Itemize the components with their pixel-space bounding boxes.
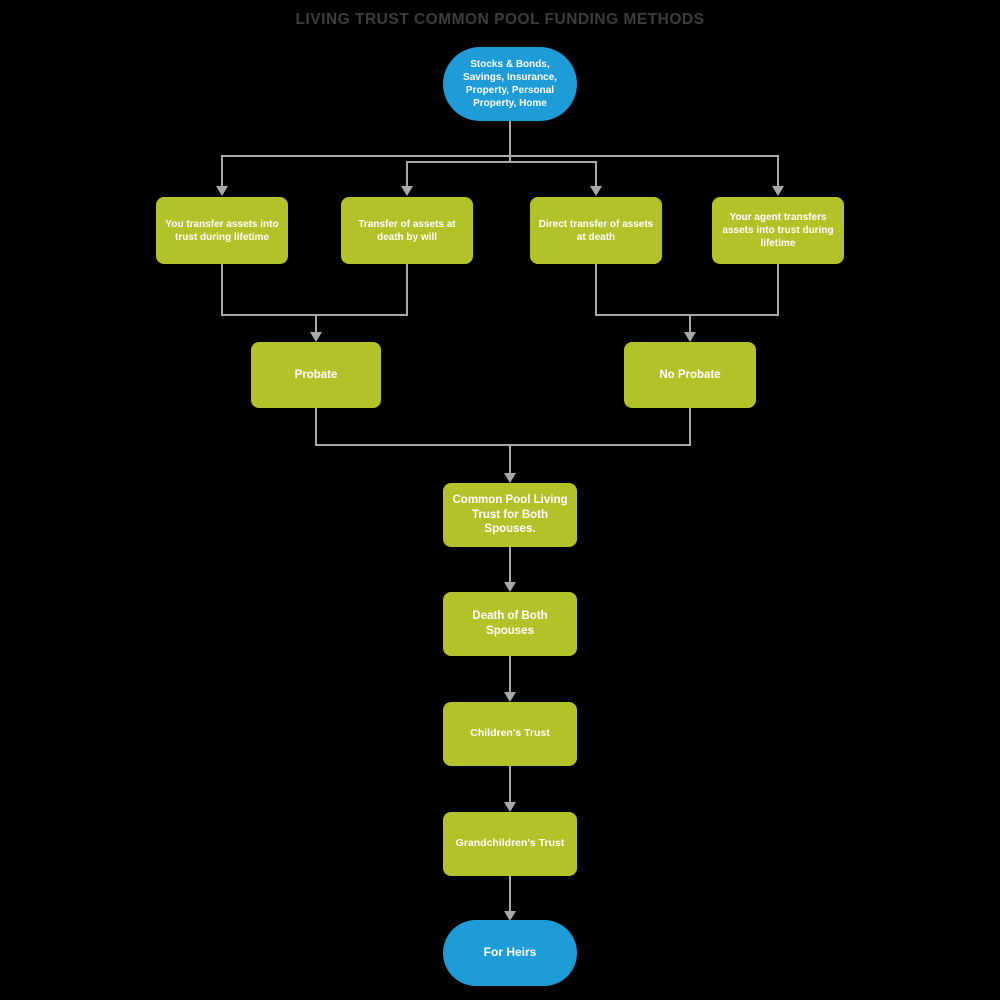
node-method-agent-transfer: Your agent transfers assets into trust d… (712, 197, 844, 264)
arrow-down-icon (310, 332, 322, 342)
node-label: Death of Both Spouses (472, 610, 548, 637)
node-label: Probate (294, 368, 338, 381)
connector-children-grandchildren (509, 766, 511, 805)
arrow-down-icon (772, 186, 784, 196)
connector-merge-left (221, 314, 408, 316)
connector-probate-stem (315, 314, 317, 335)
connector-branch-outer (221, 155, 779, 157)
connector-commonpool-death (509, 547, 511, 585)
page-title: LIVING TRUST COMMON POOL FUNDING METHODS (295, 11, 705, 28)
node-for-heirs: For Heirs (443, 920, 577, 986)
node-source-assets: Stocks & Bonds, Savings, Insurance, Prop… (443, 47, 577, 121)
arrow-down-icon (504, 582, 516, 592)
arrow-down-icon (216, 186, 228, 196)
arrow-down-icon (504, 473, 516, 483)
arrow-down-icon (504, 692, 516, 702)
connector-drop-method2 (406, 161, 408, 188)
connector-drop-method3 (595, 161, 597, 188)
connector-method3-down (595, 264, 597, 316)
arrow-down-icon (684, 332, 696, 342)
node-no-probate: No Probate (624, 342, 756, 408)
connector-source-stem (509, 121, 511, 163)
node-method-transfer-by-will: Transfer of assets at death by will (341, 197, 473, 264)
arrow-down-icon (590, 186, 602, 196)
connector-probate-down (315, 407, 317, 446)
connector-merge-right (595, 314, 779, 316)
connector-noprobate-stem (689, 314, 691, 335)
node-label: Transfer of assets at death by will (358, 218, 456, 243)
connector-grandchildren-heirs (509, 876, 511, 914)
node-label: Children's Trust (470, 727, 550, 740)
node-method-you-transfer: You transfer assets into trust during li… (156, 197, 288, 264)
connector-commonpool-stem (509, 444, 511, 475)
connector-method1-down (221, 264, 223, 316)
node-label: You transfer assets into trust during li… (165, 218, 279, 243)
arrow-down-icon (504, 911, 516, 921)
connector-method4-down (777, 264, 779, 316)
connector-branch-inner (406, 161, 597, 163)
node-label: No Probate (659, 368, 721, 381)
connector-death-children (509, 656, 511, 695)
arrow-down-icon (504, 802, 516, 812)
node-label: Your agent transfers assets into trust d… (722, 212, 834, 249)
node-childrens-trust: Children's Trust (443, 702, 577, 766)
node-common-pool-trust: Common Pool Living Trust for Both Spouse… (443, 483, 577, 547)
node-label: For Heirs (483, 945, 537, 960)
arrow-down-icon (401, 186, 413, 196)
connector-method2-down (406, 264, 408, 316)
connector-drop-method1 (221, 155, 223, 188)
node-label: Common Pool Living Trust for Both Spouse… (452, 493, 568, 536)
connector-drop-method4 (777, 155, 779, 188)
connector-noprobate-down (689, 407, 691, 446)
node-death-of-both-spouses: Death of Both Spouses (443, 592, 577, 656)
connector-merge-center (315, 444, 691, 446)
node-grandchildrens-trust: Grandchildren's Trust (443, 812, 577, 876)
node-label: Direct transfer of assets at death (538, 218, 654, 243)
node-label: Grandchildren's Trust (455, 837, 565, 850)
node-method-direct-transfer: Direct transfer of assets at death (530, 197, 662, 264)
node-probate: Probate (251, 342, 381, 408)
node-label: Stocks & Bonds, Savings, Insurance, Prop… (463, 59, 557, 109)
